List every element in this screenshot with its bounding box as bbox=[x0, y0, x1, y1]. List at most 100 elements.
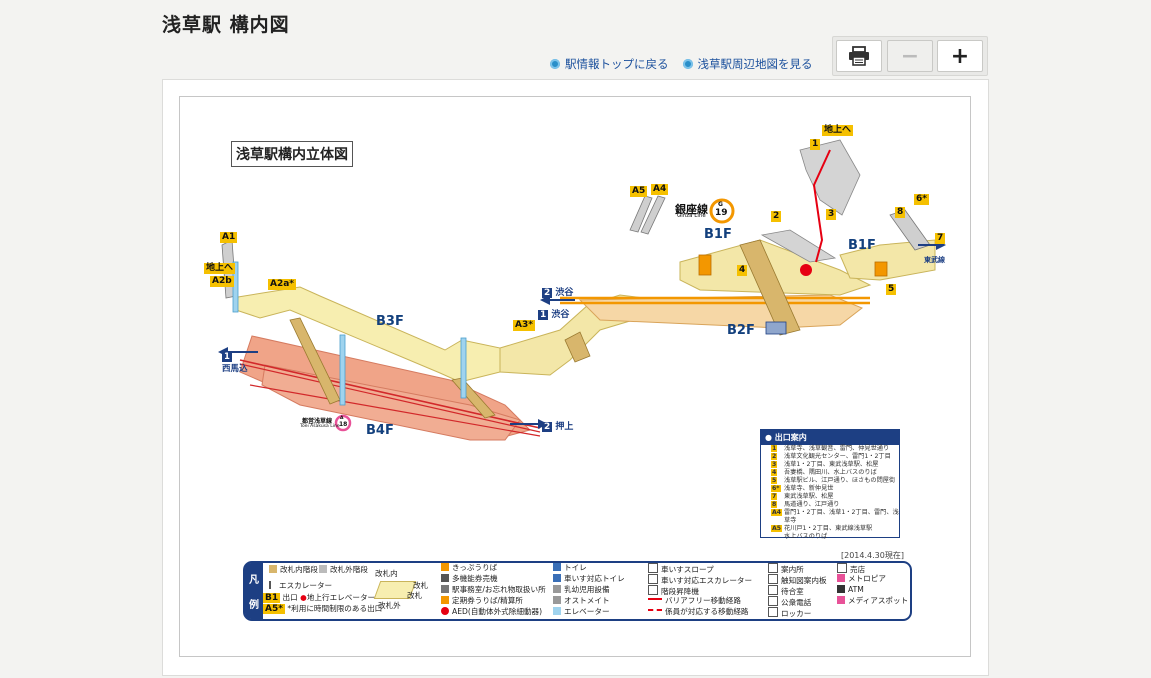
asakusa-line-en: Toei Asakusa Line bbox=[300, 424, 340, 429]
legend-media-spot: メディアスポット bbox=[837, 596, 908, 606]
ginza-line-badge bbox=[709, 198, 735, 224]
asakusa-station-number: 18 bbox=[339, 421, 348, 428]
legend-commuter-pass: 定期券うりば/精算所 bbox=[441, 596, 523, 606]
legend-gate-outside: 改札外 bbox=[378, 601, 401, 610]
legend-office: 駅事務室/お忘れ物取扱い所 bbox=[441, 585, 546, 595]
legend: 凡例 改札内階段 改札外階段 エスカレーター B1 出口 ●地上行エレベーター … bbox=[243, 561, 912, 621]
exit-number: 3 bbox=[771, 461, 778, 468]
ostomate-icon bbox=[553, 596, 561, 604]
exit-number: 5 bbox=[771, 477, 778, 484]
zoom-in-button[interactable]: + bbox=[937, 40, 983, 72]
legend-exit: B1 出口 ●地上行エレベーター bbox=[263, 593, 376, 603]
exit-guide-row: 水上バスのりば bbox=[761, 533, 899, 541]
legend-locker: ロッカー bbox=[768, 607, 811, 619]
exit-number: 2 bbox=[771, 453, 778, 460]
ginza-station-number: 19 bbox=[715, 208, 728, 218]
direction-oshiage: 2 押上 bbox=[542, 422, 574, 432]
map-title: 浅草駅構内立体図 bbox=[231, 141, 353, 167]
zoom-out-button[interactable]: − bbox=[887, 40, 933, 72]
exit-label-7: 7 bbox=[935, 233, 946, 244]
exit-destinations: 浅草寺、新仲見世 bbox=[784, 485, 834, 492]
legend-barrier-free-route: バリアフリー移動経路 bbox=[648, 596, 741, 606]
exit-destinations: 吾妻橋、隅田川、水上バスのりば bbox=[784, 469, 877, 476]
elevator-shaft bbox=[339, 334, 346, 406]
legend-escalator: エスカレーター bbox=[269, 581, 332, 591]
office-icon bbox=[441, 585, 449, 593]
stairs-a4 bbox=[629, 195, 653, 233]
legend-tickets: きっぷうりば bbox=[441, 563, 497, 573]
exit-number: A5 bbox=[771, 525, 783, 532]
exit-destinations: 浅草文化観光センター、雷門1・2丁目 bbox=[784, 453, 891, 460]
exit-guide-row: 5 浅草駅ビル、江戸通り、ほさもの問屋街 bbox=[761, 477, 899, 485]
exit-destinations: 馬道通り、江戸通り bbox=[784, 501, 840, 508]
floor-label-b1f: B1F bbox=[704, 227, 732, 242]
stairs bbox=[739, 239, 801, 336]
legend-ostomate: オストメイト bbox=[553, 596, 610, 606]
legend-atm: ATM bbox=[837, 585, 864, 595]
elevator-marker-icon: ● bbox=[300, 593, 307, 602]
stairs-icon bbox=[269, 565, 277, 573]
exit-label-8: 8 bbox=[895, 207, 906, 218]
legend-gate-label: 改札 bbox=[407, 591, 423, 600]
ticket-machine bbox=[698, 254, 712, 276]
atm-icon bbox=[837, 585, 845, 593]
exit-guide-row: 2 浅草文化観光センター、雷門1・2丁目 bbox=[761, 453, 899, 461]
elevator-shaft bbox=[232, 261, 239, 313]
nav-links: 駅情報トップに戻る 浅草駅周辺地図を見る bbox=[550, 56, 813, 72]
locker-icon bbox=[768, 607, 778, 617]
legend-elevator: エレベーター bbox=[553, 607, 610, 617]
to-ground-label: 地上へ bbox=[822, 125, 854, 136]
exit-number: A4 bbox=[771, 509, 783, 516]
floor-label-b4f: B4F bbox=[366, 423, 394, 438]
legend-aed: AED(自動体外式除細動器) bbox=[441, 607, 542, 617]
area-map-link[interactable]: 浅草駅周辺地図を見る bbox=[682, 56, 813, 72]
floor-label-b3f: B3F bbox=[376, 314, 404, 329]
legend-stair-lift: 階段昇降機 bbox=[648, 585, 699, 597]
ginza-line-code: G bbox=[718, 201, 723, 208]
wheelchair-escalator-icon bbox=[648, 574, 658, 584]
media-spot-icon bbox=[837, 596, 845, 604]
ticket-machine bbox=[874, 261, 888, 277]
asakusa-line-code: A bbox=[340, 416, 344, 421]
ginza-line-label: 銀座線 bbox=[675, 203, 708, 216]
escalator-icon bbox=[269, 581, 276, 589]
exit-destinations: 東武浅草駅、松屋 bbox=[784, 493, 834, 500]
legend-wheelchair-escalator: 車いす対応エスカレーター bbox=[648, 574, 752, 586]
exit-guide-row: 7 東武浅草駅、松屋 bbox=[761, 493, 899, 501]
page-title: 浅草駅 構内図 bbox=[162, 14, 290, 36]
shop-icon bbox=[837, 563, 847, 573]
legend-accessible-toilet: 車いす対応トイレ bbox=[553, 574, 625, 584]
exit-label-3: 3 bbox=[826, 209, 837, 220]
exit-number bbox=[771, 533, 784, 541]
exit-destinations: 浅草駅ビル、江戸通り、ほさもの問屋街 bbox=[784, 477, 896, 484]
exit-1-structure bbox=[799, 139, 861, 216]
wheelchair-slope-icon bbox=[648, 563, 658, 573]
exit-number: 7 bbox=[771, 493, 778, 500]
legend-phone: 公衆電話 bbox=[768, 596, 811, 608]
exit-label-a3: A3* bbox=[513, 320, 535, 331]
elevator-icon bbox=[553, 607, 561, 615]
legend-slope: 車いすスロープ bbox=[648, 563, 714, 575]
direction-number: 1 bbox=[222, 352, 232, 362]
legend-waiting-room: 待合室 bbox=[768, 585, 804, 597]
as-of-date: [2014.4.30現在] bbox=[841, 551, 904, 560]
exit-label-a1: A1 bbox=[220, 232, 238, 243]
legend-outside-stairs: 改札外階段 bbox=[319, 565, 368, 575]
station-top-link[interactable]: 駅情報トップに戻る bbox=[550, 56, 669, 72]
b1f-concourse-right bbox=[839, 239, 936, 281]
exit-number: 8 bbox=[771, 501, 778, 508]
exit-label-1: 1 bbox=[810, 139, 821, 150]
legend-gate-inside: 改札内 bbox=[375, 569, 398, 578]
to-ground-label: 地上へ bbox=[204, 263, 236, 274]
aed-icon bbox=[441, 607, 449, 615]
print-button[interactable] bbox=[836, 40, 882, 72]
barrier-free-route bbox=[812, 149, 831, 263]
elevator-shaft bbox=[460, 337, 467, 399]
asakusa-track bbox=[249, 384, 541, 437]
exit-label-5: 5 bbox=[886, 284, 897, 295]
arrow-circle-icon bbox=[550, 59, 560, 69]
